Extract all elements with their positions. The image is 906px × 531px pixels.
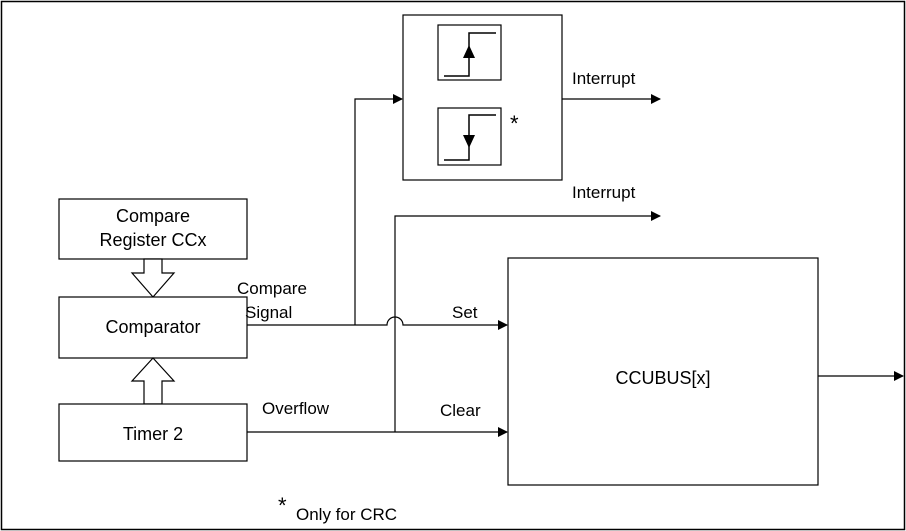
clear-label: Clear bbox=[440, 401, 481, 420]
compare-to-edge-detector-line bbox=[354, 94, 403, 325]
comparator-label: Comparator bbox=[105, 317, 200, 337]
register-to-comparator-arrow bbox=[130, 258, 176, 298]
direct-interrupt-label: Interrupt bbox=[572, 183, 636, 202]
comparator-block: Comparator bbox=[58, 296, 248, 359]
compare-signal-label-line2: Signal bbox=[245, 303, 292, 322]
edge-interrupt-label: Interrupt bbox=[572, 69, 636, 88]
footnote-text: Only for CRC bbox=[296, 505, 397, 524]
edge-detector-block: * bbox=[402, 14, 563, 181]
compare-register-label-line2: Register CCx bbox=[99, 230, 206, 250]
compare-register-block: Compare Register CCx bbox=[58, 198, 248, 260]
set-label: Set bbox=[452, 303, 478, 322]
footnote-asterisk: * bbox=[278, 493, 287, 518]
falling-edge-icon bbox=[437, 107, 502, 166]
footnote: * Only for CRC bbox=[278, 493, 397, 524]
falling-edge-asterisk: * bbox=[510, 111, 519, 136]
ccubus-label: CCUBUS[x] bbox=[615, 368, 710, 388]
ccubus-block: CCUBUS[x] bbox=[507, 257, 819, 486]
timer-block: Timer 2 bbox=[58, 403, 248, 462]
overflow-interrupt-line bbox=[394, 211, 661, 432]
compare-register-label-line1: Compare bbox=[116, 206, 190, 226]
compare-signal-label-line1: Compare bbox=[237, 279, 307, 298]
timer-label: Timer 2 bbox=[123, 424, 183, 444]
overflow-label: Overflow bbox=[262, 399, 330, 418]
rising-edge-icon bbox=[437, 24, 502, 81]
timer-to-comparator-arrow bbox=[130, 357, 176, 405]
